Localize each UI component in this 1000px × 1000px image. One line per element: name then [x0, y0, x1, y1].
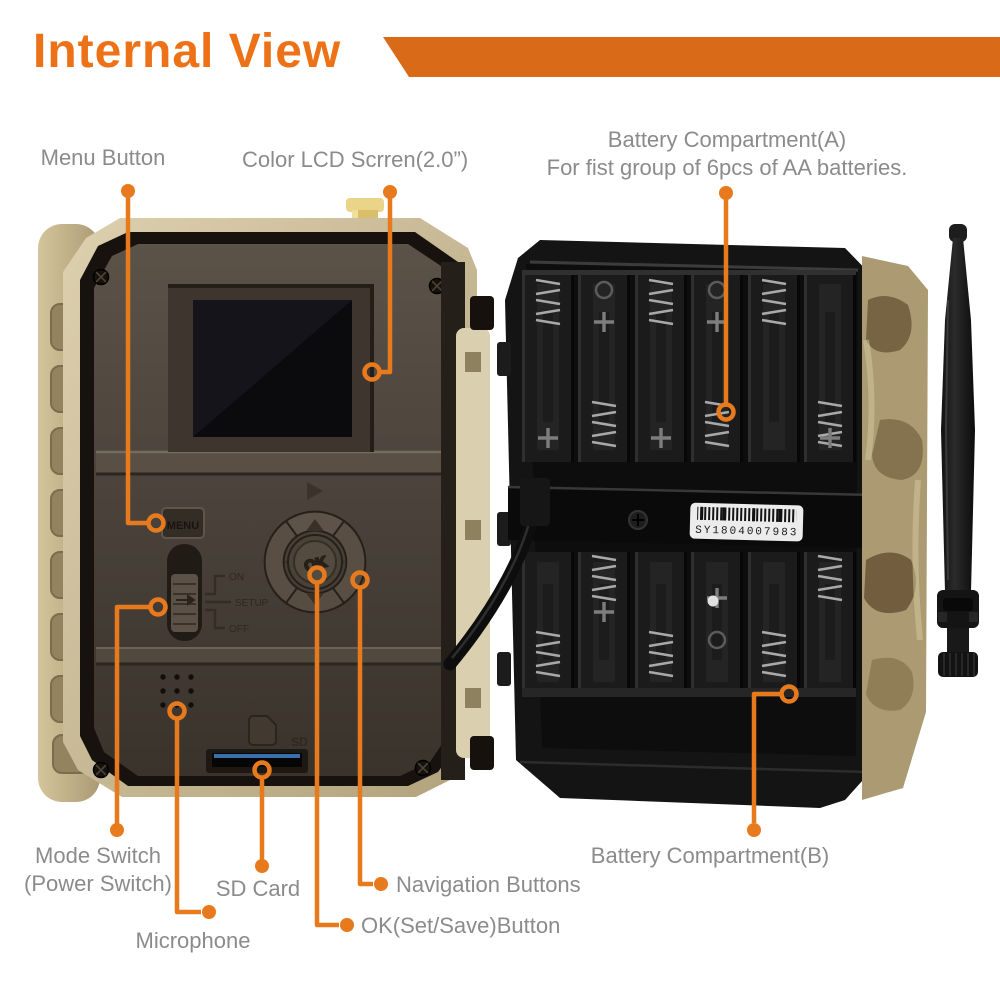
menu-button: MENU — [161, 507, 205, 539]
callout-battery-b-line — [751, 691, 780, 823]
callouts — [110, 184, 799, 932]
trail-camera-front: MENU ON SETUP OFF — [38, 198, 494, 802]
header-banner — [383, 37, 1000, 77]
case-hinge-tabs — [497, 342, 511, 686]
label-sd-card: SD Card — [215, 876, 301, 901]
navigation-pad: OK — [263, 510, 367, 614]
play-mark — [307, 482, 323, 500]
label-mode-switch-line1: Mode Switch — [35, 843, 161, 868]
nav-right-button — [331, 519, 367, 605]
battery-compartment-b — [522, 552, 856, 697]
label-menu-button: Menu Button — [40, 145, 166, 170]
sd-card-icon: SD — [248, 715, 308, 749]
page-title: Internal View — [33, 25, 342, 78]
switch-pos-setup: SETUP — [235, 598, 269, 609]
nav-left-button — [263, 519, 299, 605]
label-battery-a-line2: For fist group of 6pcs of AA batteries. — [546, 155, 908, 180]
middle-bracket: SY1804007983 — [507, 485, 875, 548]
menu-button-label: MENU — [167, 520, 199, 532]
label-microphone: Microphone — [135, 928, 251, 953]
case-screws — [92, 268, 446, 779]
antenna — [937, 224, 979, 677]
callout-lcd-line — [381, 192, 393, 375]
serial-barcode: SY1804007983 — [689, 502, 804, 542]
serial-number: SY1804007983 — [695, 525, 798, 540]
hinge-rail — [441, 262, 494, 780]
label-mode-switch-line2: (Power Switch) — [24, 871, 172, 896]
callout-nav-line — [357, 589, 373, 887]
label-mode-switch: Mode Switch (Power Switch) — [8, 842, 188, 898]
label-battery-a-line1: Battery Compartment(A) — [607, 127, 847, 152]
label-navigation-buttons: Navigation Buttons — [396, 872, 581, 897]
label-ok-button: OK(Set/Save)Button — [361, 913, 561, 938]
battery-case-open: SY1804007983 — [443, 240, 928, 808]
cable-connector — [520, 478, 550, 526]
lcd-screen — [168, 284, 374, 452]
label-battery-b: Battery Compartment(B) — [590, 843, 830, 868]
mode-switch: ON SETUP OFF — [167, 544, 269, 641]
sd-card-slot — [206, 749, 308, 773]
label-battery-a: Battery Compartment(A) For fist group of… — [507, 126, 947, 182]
sd-marking-label: SD — [291, 735, 308, 749]
callout-mode-line — [114, 604, 149, 824]
switch-pos-off: OFF — [229, 624, 249, 635]
camo-door-edge — [862, 256, 928, 800]
callout-ok-line — [314, 584, 339, 928]
callout-mic-line — [174, 720, 201, 915]
callout-menu-line — [125, 191, 147, 526]
label-lcd-screen: Color LCD Scrren(2.0”) — [242, 147, 469, 172]
switch-pos-on: ON — [229, 572, 244, 583]
